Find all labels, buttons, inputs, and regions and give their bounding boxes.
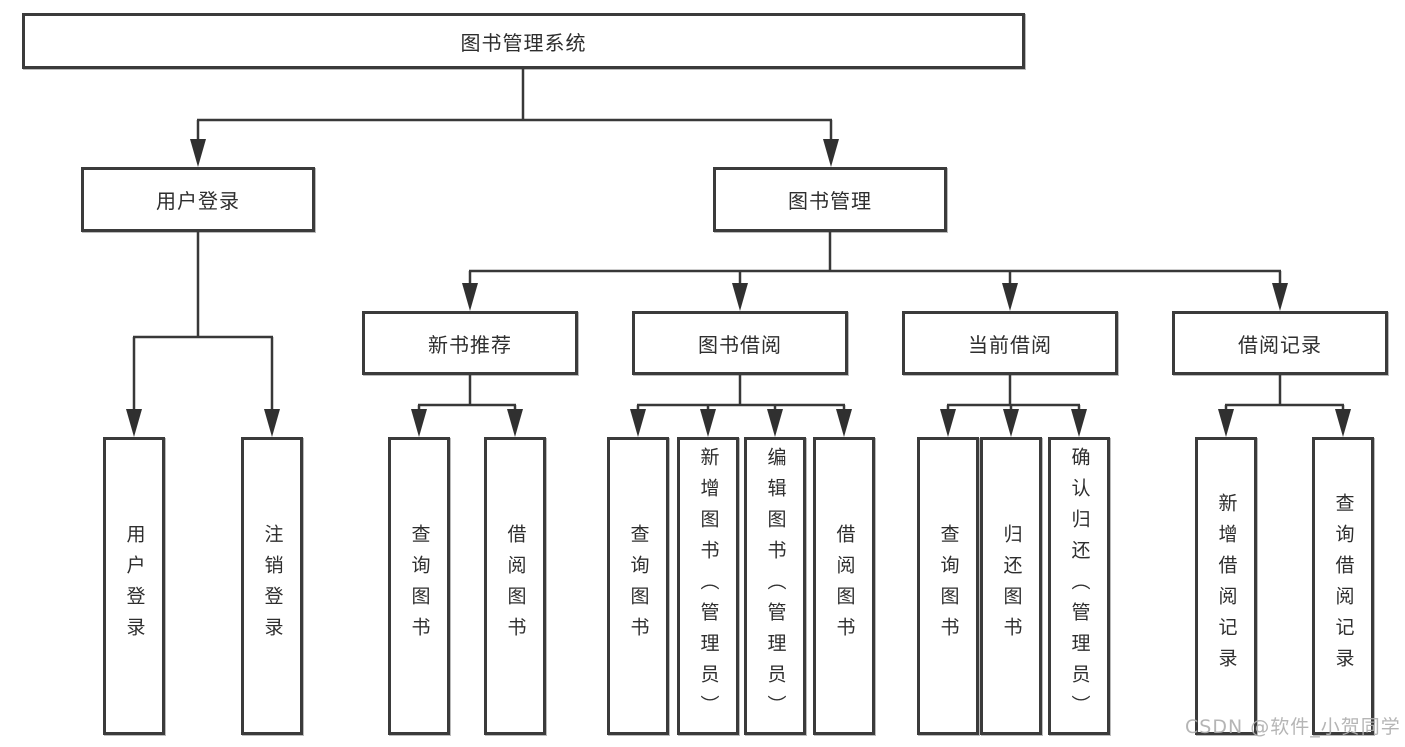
- leaf-query-books-recommend: 查询图书: [388, 437, 450, 735]
- leaf-query-borrow-record: 查询借阅记录: [1312, 437, 1374, 735]
- leaf-add-books-admin: 新增图书（管理员）: [677, 437, 739, 735]
- node-book-management: 图书管理: [713, 167, 947, 232]
- leaf-query-books-current: 查询图书: [917, 437, 979, 735]
- node-root: 图书管理系统: [22, 13, 1025, 69]
- node-borrow-records: 借阅记录: [1172, 311, 1388, 375]
- leaf-borrow-books-recommend: 借阅图书: [484, 437, 546, 735]
- leaf-query-books-borrow: 查询图书: [607, 437, 669, 735]
- node-current-borrow: 当前借阅: [902, 311, 1118, 375]
- node-user-login-group: 用户登录: [81, 167, 315, 232]
- leaf-add-borrow-record: 新增借阅记录: [1195, 437, 1257, 735]
- node-book-borrow: 图书借阅: [632, 311, 848, 375]
- leaf-logout: 注销登录: [241, 437, 303, 735]
- leaf-edit-books-admin: 编辑图书（管理员）: [744, 437, 806, 735]
- leaf-confirm-return-admin: 确认归还（管理员）: [1048, 437, 1110, 735]
- leaf-user-login: 用户登录: [103, 437, 165, 735]
- csdn-watermark: CSDN @软件_小贺同学: [1185, 716, 1401, 738]
- leaf-borrow-books: 借阅图书: [813, 437, 875, 735]
- node-new-book-recommend: 新书推荐: [362, 311, 578, 375]
- leaf-return-books: 归还图书: [980, 437, 1042, 735]
